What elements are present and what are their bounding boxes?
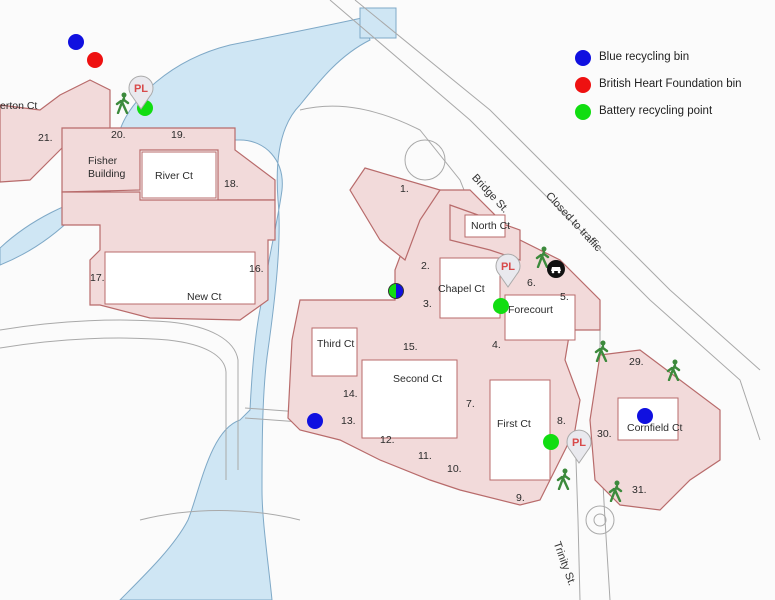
porters-lodge-pin[interactable]: PL [126,74,156,110]
building-number: 3. [423,298,432,310]
legend-swatch [575,77,591,93]
porters-lodge-pin[interactable]: PL [493,252,523,288]
label-forecourt: Forecourt [508,304,553,316]
building-number: 10. [447,463,462,475]
label-cornfield-ct: Cornfield Ct [627,422,683,434]
pin-icon: PL [128,75,154,110]
blue-bin-marker[interactable] [68,34,84,50]
building-number: 31. [632,484,647,496]
building-number: 8. [557,415,566,427]
building-number: 4. [492,339,501,351]
pin-text: PL [134,83,148,95]
building-number: 6. [527,277,536,289]
pin-icon: PL [495,253,521,288]
label-river-ct: River Ct [155,170,193,182]
pin-icon: PL [566,429,592,464]
void-new-ct [104,251,256,305]
building-number: 2. [421,260,430,272]
void-second-ct [361,359,458,439]
label-north-ct: North Ct [471,220,511,232]
label-third-ct: Third Ct [317,338,355,350]
roundabout [404,139,446,181]
lawn-outline-2 [0,337,227,480]
bridge-street-edge-2 [354,0,761,371]
fountain-inner [593,513,607,527]
building-number: 18. [224,178,239,190]
label-fisher-building-1: Fisher [88,155,118,167]
legend-label: Blue recycling bin [599,51,690,63]
building-number: 12. [380,434,395,446]
legend-swatch [575,104,591,120]
label-first-ct: First Ct [497,418,531,430]
bridge-street-edge-1 [329,0,761,441]
building-number: 7. [466,398,475,410]
building-number: 1. [400,183,409,195]
building-number: 21. [38,132,53,144]
blue-bin-marker[interactable] [637,408,653,424]
label-new-ct: New Ct [187,291,222,303]
gardens-outline [299,105,481,251]
building-number: 19. [171,129,186,141]
building-number: 5. [560,291,569,303]
void-first-ct [489,379,551,481]
battery-point-marker[interactable] [543,434,559,450]
label-second-ct: Second Ct [393,373,443,385]
pin-text: PL [501,261,515,273]
porters-lodge-pin[interactable]: PL [564,428,594,464]
building-number: 30. [597,428,612,440]
label-fisher-building-2: Building [88,168,126,180]
path-south [139,510,301,521]
bhf-bin-marker[interactable] [87,52,103,68]
building-number: 14. [343,388,358,400]
label-chapel-ct: Chapel Ct [438,283,485,295]
building-number: 29. [629,356,644,368]
building-number: 16. [249,263,264,275]
building-number: 9. [516,492,525,504]
building-1 [349,167,441,261]
legend-label: British Heart Foundation bin [599,78,742,90]
blue-bin-marker[interactable] [307,413,323,429]
building-number: 20. [111,129,126,141]
fountain [585,505,615,535]
legend-swatch [575,50,591,66]
void-third-ct [311,327,358,377]
void-north-ct [464,214,506,238]
blue-and-battery-marker[interactable] [388,283,404,299]
lawn-outline-1 [0,319,239,470]
building-number: 11. [418,450,432,462]
river-pond [359,7,397,39]
label-merton-ct: erton Ct [0,100,38,112]
pin-text: PL [572,437,586,449]
void-river-ct [141,151,217,199]
void-forecourt [504,294,576,341]
building-number: 15. [403,341,418,353]
battery-point-marker[interactable] [493,298,509,314]
building-number: 13. [341,415,356,427]
legend-label: Battery recycling point [599,105,713,117]
void-chapel-ct [439,257,501,319]
building-number: 17. [90,272,105,284]
